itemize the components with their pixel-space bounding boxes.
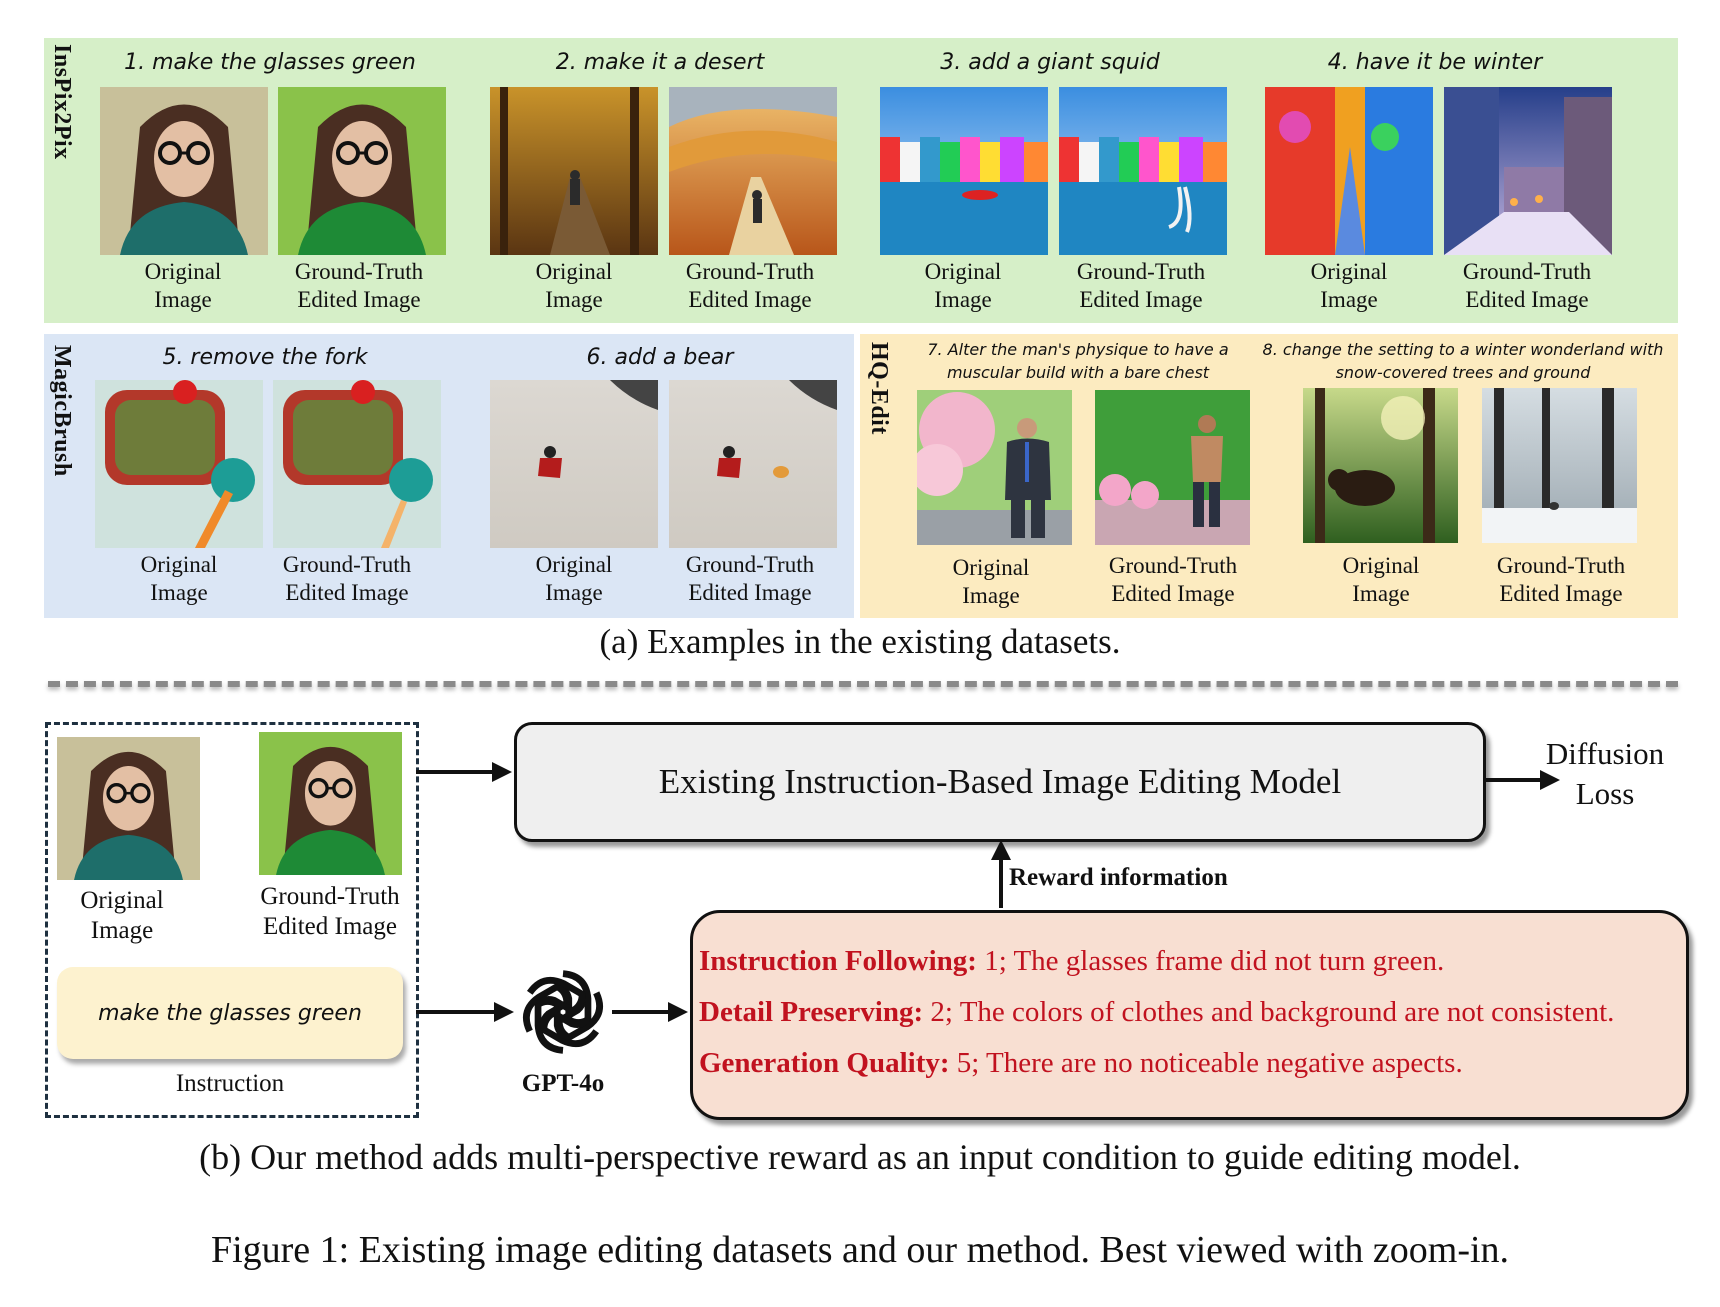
desert-edited-image xyxy=(669,87,837,255)
gpt-label: GPT-4o xyxy=(521,1070,605,1097)
hqedit-label: HQ-Edit xyxy=(866,342,892,435)
input-group-box xyxy=(45,722,419,1118)
salad-fork-original-image xyxy=(95,380,263,548)
reward-generation-quality: Generation Quality: 5; There are no noti… xyxy=(699,1047,1463,1079)
instruction-7: 7. Alter the man's physique to have a mu… xyxy=(927,340,1229,382)
reward-detail-preserving: Detail Preserving: 2; The colors of clot… xyxy=(699,996,1615,1028)
harbour-squid-edited-image xyxy=(1059,87,1227,255)
reward-instruction-following: Instruction Following: 1; The glasses fr… xyxy=(699,945,1445,977)
bear-forest-original-image xyxy=(1303,388,1458,543)
caption-b: (b) Our method adds multi-perspective re… xyxy=(199,1137,1521,1177)
street-winter-edited-image xyxy=(1444,87,1612,255)
caption-a: (a) Examples in the existing datasets. xyxy=(599,622,1121,661)
instruction-2: 2. make it a desert xyxy=(555,50,765,75)
man-park-original-image xyxy=(917,390,1072,545)
instruction-5: 5. remove the fork xyxy=(162,345,368,370)
street-original-image xyxy=(1265,87,1433,255)
autumn-path-original-image xyxy=(490,87,658,255)
man-muscular-edited-image xyxy=(1095,390,1250,545)
instruction-4: 4. have it be winter xyxy=(1327,50,1543,75)
instruction-1: 1. make the glasses green xyxy=(124,50,416,75)
method-original-image xyxy=(57,737,200,880)
openai-logo-icon xyxy=(515,964,611,1060)
reward-information-label: Reward information xyxy=(1009,864,1228,891)
snow-skier-original-image xyxy=(490,380,658,548)
editing-model-label: Existing Instruction-Based Image Editing… xyxy=(658,762,1342,801)
figure-caption: Figure 1: Existing image editing dataset… xyxy=(210,1229,1510,1271)
instruction-label: Instruction xyxy=(175,1070,285,1097)
snow-bear-edited-image xyxy=(669,380,837,548)
woman-edited-image xyxy=(278,87,446,255)
magicbrush-label: MagicBrush xyxy=(49,345,75,477)
reward-box: Instruction Following: 1; The glasses fr… xyxy=(690,910,1689,1120)
method-edited-image xyxy=(259,732,402,875)
instruction-8: 8. change the setting to a winter wonder… xyxy=(1262,340,1664,382)
section-divider xyxy=(48,681,1678,687)
instruction-3: 3. add a giant squid xyxy=(940,50,1160,75)
woman-original-image xyxy=(100,87,268,255)
harbour-original-image xyxy=(880,87,1048,255)
bear-snow-edited-image xyxy=(1482,388,1637,543)
salad-nofork-edited-image xyxy=(273,380,441,548)
inspix2pix-label: InsPix2Pix xyxy=(49,44,75,160)
instruction-box: make the glasses green xyxy=(57,967,403,1059)
instruction-6: 6. add a bear xyxy=(586,345,734,370)
